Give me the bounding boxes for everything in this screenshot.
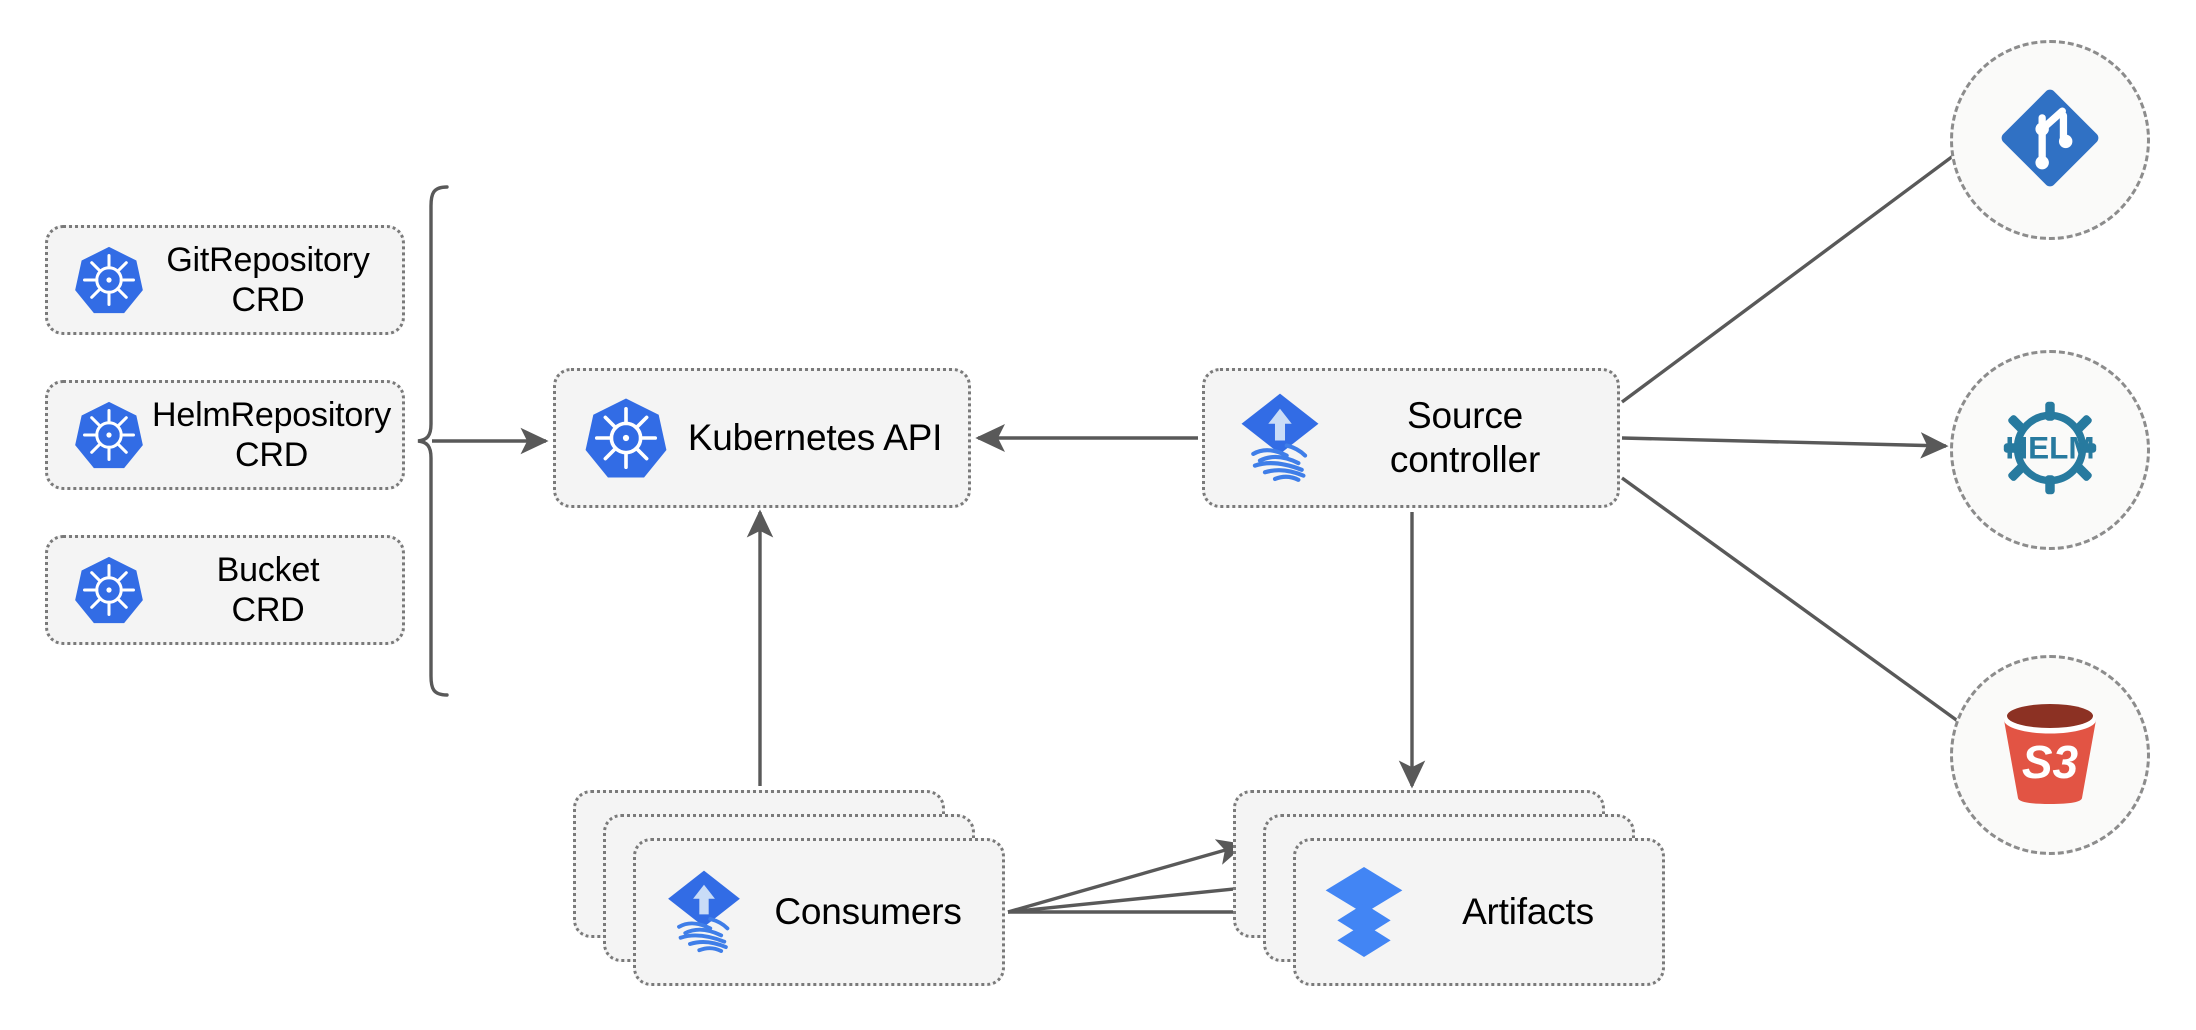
edge-source-to-s3 [1621, 476, 1987, 742]
node-label: Source controller [1389, 395, 1541, 480]
helm-wordmark: HELM [2005, 429, 2094, 465]
s3-wordmark: S3 [2022, 736, 2079, 788]
flux-icon [1231, 392, 1329, 484]
s3-icon: S3 [1990, 694, 2110, 817]
node-label: Artifacts [1462, 891, 1594, 933]
edge-source-to-helm [1621, 432, 1949, 459]
node-label: GitRepository CRD [166, 240, 370, 319]
consumers-card-front[interactable]: Consumers [633, 838, 1005, 986]
node-bucket-crd[interactable]: Bucket CRD [45, 535, 405, 645]
kubernetes-icon [66, 244, 152, 316]
artifacts-card-front[interactable]: Artifacts [1293, 838, 1665, 986]
node-kubernetes-api[interactable]: Kubernetes API [553, 368, 971, 508]
crd-group-brace [417, 185, 449, 697]
node-label: Consumers [774, 891, 962, 933]
layers-icon [1318, 867, 1410, 957]
edge-consumers-to-artifact-1 [1007, 839, 1246, 914]
helm-icon: HELM [1987, 385, 2113, 516]
node-label: HelmRepository CRD [152, 395, 392, 474]
kubernetes-icon [66, 399, 152, 471]
node-helmrepository-crd[interactable]: HelmRepository CRD [45, 380, 405, 490]
node-s3-source[interactable]: S3 [1950, 655, 2150, 855]
node-label: Kubernetes API [687, 417, 943, 459]
node-helm-source[interactable]: HELM [1950, 350, 2150, 550]
node-gitrepository-crd[interactable]: GitRepository CRD [45, 225, 405, 335]
node-source-controller[interactable]: Source controller [1202, 368, 1620, 508]
edge-source-to-git [1620, 128, 1991, 404]
node-label: Bucket CRD [216, 550, 320, 629]
kubernetes-icon [574, 395, 678, 481]
kubernetes-icon [66, 554, 152, 626]
node-git-source[interactable] [1950, 40, 2150, 240]
git-icon [1994, 82, 2106, 199]
flux-icon [658, 868, 750, 956]
